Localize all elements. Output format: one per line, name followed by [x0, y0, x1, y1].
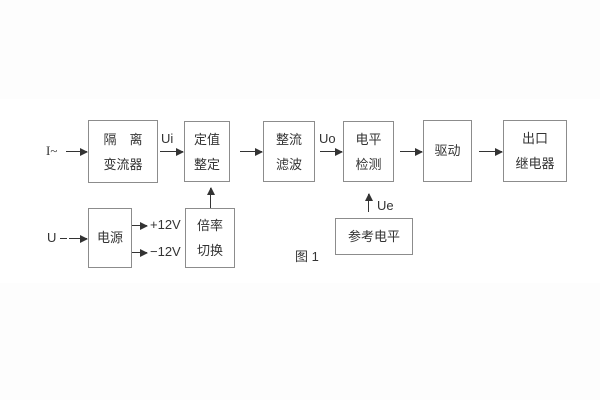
block-setpoint-setting: 定值 整定 [184, 121, 230, 182]
block-ratio-switch-line1: 倍率 [196, 218, 223, 233]
arrow-power-minus12v [132, 248, 148, 257]
block-rectifier-filter-line1: 整流 [275, 131, 302, 147]
uo-signal-label: Uo [319, 131, 336, 146]
block-drive-line1: 驱动 [434, 143, 461, 158]
block-level-detection-line2: 检测 [355, 156, 382, 172]
input-voltage-label: U [47, 230, 57, 245]
block-level-detection-line1: 电平 [355, 131, 382, 147]
block-reference-level: 参考电平 [335, 218, 413, 255]
ui-signal-label: Ui [161, 131, 174, 146]
block-rectifier-filter: 整流 滤波 [263, 121, 315, 182]
block-setpoint-setting-line2: 整定 [193, 156, 220, 172]
arrow-ratio-to-setting [206, 187, 215, 208]
block-isolation-transformer-line2: 变流器 [103, 156, 143, 172]
block-isolation-transformer-line1: 隔 离 [103, 131, 143, 147]
arrow-power-plus12v [132, 221, 148, 230]
arrow-input-voltage [69, 234, 88, 243]
block-output-relay-line1: 出口 [521, 131, 548, 146]
arrow-rectifier-to-level [320, 147, 343, 156]
block-level-detection: 电平 检测 [343, 121, 394, 182]
block-ratio-switch: 倍率 切换 [185, 208, 235, 268]
input-voltage-lead-line [60, 238, 67, 239]
ue-signal-label: Ue [377, 198, 394, 213]
arrow-setting-to-rectifier [240, 147, 263, 156]
block-output-relay-line2: 继电器 [515, 156, 555, 171]
block-output-relay: 出口 继电器 [503, 120, 567, 182]
plus12v-label: +12V [150, 217, 181, 232]
arrow-reference-to-level [364, 193, 373, 212]
block-power-supply: 电源 [88, 208, 132, 268]
block-isolation-transformer: 隔 离 变流器 [88, 120, 158, 183]
block-drive: 驱动 [423, 120, 472, 182]
arrow-input-current [66, 147, 88, 156]
input-current-label: I~ [46, 143, 58, 158]
block-rectifier-filter-line2: 滤波 [275, 156, 302, 172]
block-ratio-switch-line2: 切换 [196, 243, 223, 258]
arrow-isolation-to-setting [160, 147, 184, 156]
arrow-drive-to-relay [479, 147, 503, 156]
block-power-supply-line1: 电源 [96, 230, 123, 245]
figure-caption: 图 1 [295, 249, 319, 264]
arrow-level-to-drive [400, 147, 423, 156]
block-setpoint-setting-line1: 定值 [193, 131, 220, 147]
block-reference-level-line1: 参考电平 [347, 228, 400, 244]
minus12v-label: −12V [150, 244, 181, 259]
